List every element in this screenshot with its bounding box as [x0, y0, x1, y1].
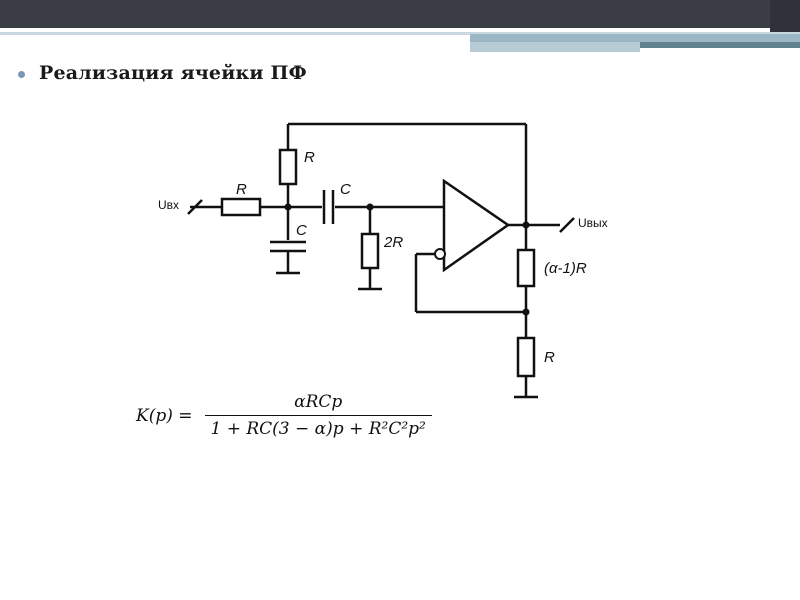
- junction-dot: [522, 221, 530, 229]
- band-accent-2: [470, 42, 640, 52]
- resistor-feedback: [516, 248, 536, 288]
- top-decorative-band: [0, 0, 800, 52]
- slide-title: Реализация ячейки ПФ: [39, 62, 307, 84]
- formula-denominator: 1 + RC(3 − α)p + R²C²p²: [204, 415, 432, 439]
- opamp-triangle: [442, 178, 511, 273]
- output-terminal-slash: [559, 217, 575, 233]
- label-r-bottom: R: [544, 349, 555, 366]
- formula-lhs: K(p) =: [136, 405, 193, 426]
- junction-dot: [522, 308, 530, 316]
- resistor-input: [220, 197, 262, 217]
- resistor-top: [278, 148, 298, 186]
- label-r-feedback: (α-1)R: [544, 260, 587, 277]
- formula-numerator: αRCp: [294, 392, 343, 412]
- band-accent-3: [640, 42, 800, 48]
- output-label: Uвых: [578, 216, 608, 230]
- label-r-input: R: [236, 181, 247, 198]
- junction-dot: [284, 203, 292, 211]
- label-c-shunt: C: [296, 222, 307, 239]
- transfer-function-formula: K(p) = αRCp 1 + RC(3 − α)p + R²C²p²: [136, 392, 432, 439]
- band-dark-stripe: [0, 0, 800, 28]
- formula-fraction: αRCp 1 + RC(3 − α)p + R²C²p²: [204, 392, 432, 439]
- label-r-top: R: [304, 149, 315, 166]
- resistor-2r: [360, 232, 380, 270]
- bullet-icon: [18, 70, 25, 78]
- label-c-series: C: [340, 181, 351, 198]
- band-light-line: [0, 32, 800, 35]
- input-label: Uвх: [158, 198, 179, 212]
- junction-dot: [366, 203, 374, 211]
- slide-title-row: Реализация ячейки ПФ: [18, 62, 307, 84]
- opamp-inverting-circle: [434, 248, 446, 260]
- input-terminal-slash: [187, 199, 203, 215]
- band-accent-1: [470, 34, 800, 42]
- resistor-bottom: [516, 336, 536, 378]
- label-2r: 2R: [383, 234, 403, 251]
